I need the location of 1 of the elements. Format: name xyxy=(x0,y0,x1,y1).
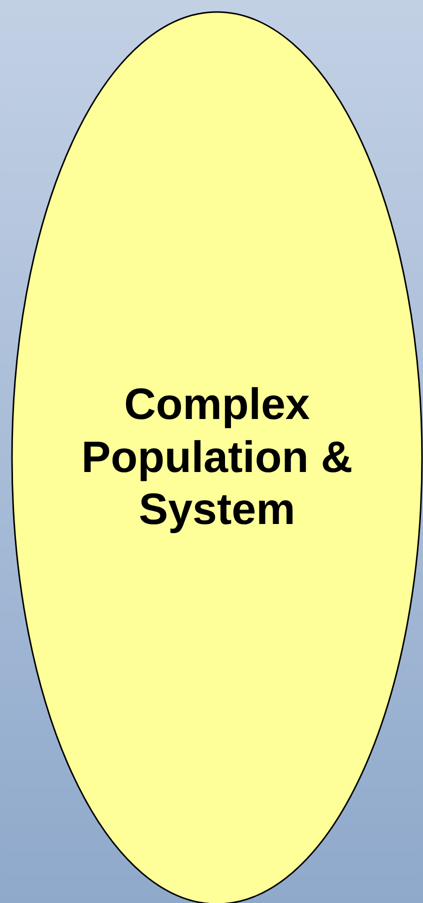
node-label: Complex Population & System xyxy=(80,378,354,536)
